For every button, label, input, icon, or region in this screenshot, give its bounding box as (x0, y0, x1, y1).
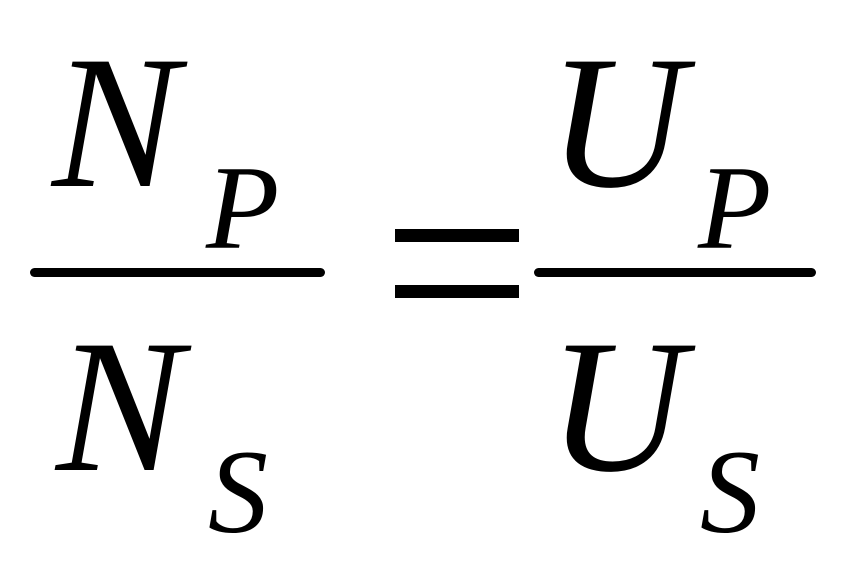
right-fraction-bar (534, 268, 816, 277)
right-denominator-subscript: S (700, 425, 760, 558)
left-denominator-subscript: S (208, 425, 268, 558)
left-denominator-symbol: N (56, 302, 183, 512)
right-numerator-subscript: P (698, 141, 772, 274)
right-denominator-symbol: U (548, 302, 686, 512)
right-numerator-symbol: U (548, 18, 686, 228)
left-numerator-symbol: N (52, 18, 179, 228)
left-fraction-bar (30, 268, 325, 277)
equals-upper-line (395, 229, 519, 242)
left-numerator-subscript: P (206, 141, 280, 274)
equals-lower-line (395, 285, 519, 298)
